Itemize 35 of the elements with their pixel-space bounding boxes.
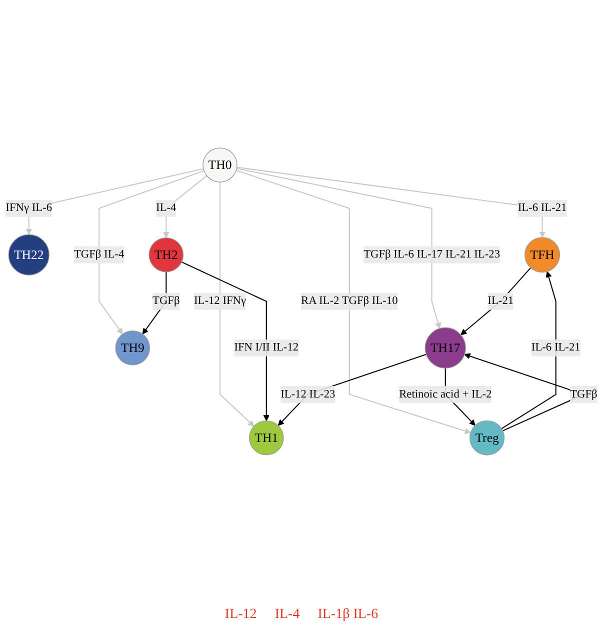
edge-label: TGFβ IL-6 IL-17 IL-21 IL-23 [364,248,500,261]
inhibitor-label: IL-12 [224,607,257,623]
node-circle: TH0 [202,148,238,182]
arrow [501,271,556,430]
arrow [236,170,471,434]
edge-label: IFN I/II IL-12 [234,342,299,354]
edge-label: TGFβ [152,294,180,308]
arrow [181,262,270,422]
edge-label: IL-6 IL-21 [531,342,580,354]
edge-label: RA IL-2 TGFβ IL-10 [300,294,398,308]
edge-label: IL-4 [156,202,176,214]
arrow [236,166,546,238]
inhibitor-label: IL-1β IL-6 [318,607,378,623]
inhibitor-label: IL-4 [274,607,300,623]
node-circle: Treg [470,420,505,456]
edge-label: IL-6 IL-21 [518,202,567,214]
edge-label: IL-12 IL-23 [280,388,336,400]
edge-label: TGFβ IL-4 [74,248,124,261]
node-circle: TFH [524,237,560,273]
edge-label: Retinoic acid + IL-2 [399,388,492,400]
node-circle: TH22 [8,234,50,276]
arrow [236,168,442,329]
node-circle: TH2 [148,237,184,272]
edge-label: IFNγ IL-6 [6,202,52,214]
arrow [163,175,208,238]
arrow [26,168,204,235]
node-circle: TH1 [249,420,284,456]
node-circle: TH17 [424,327,466,368]
arrow [460,267,532,336]
edge-label: TGFβ [570,388,598,400]
arrow [219,182,254,426]
node-circle: TH9 [115,330,150,366]
edge-label: IL-12 IFNγ [194,294,246,308]
arrow [278,354,426,426]
edge-label: IL-21 [488,294,514,308]
